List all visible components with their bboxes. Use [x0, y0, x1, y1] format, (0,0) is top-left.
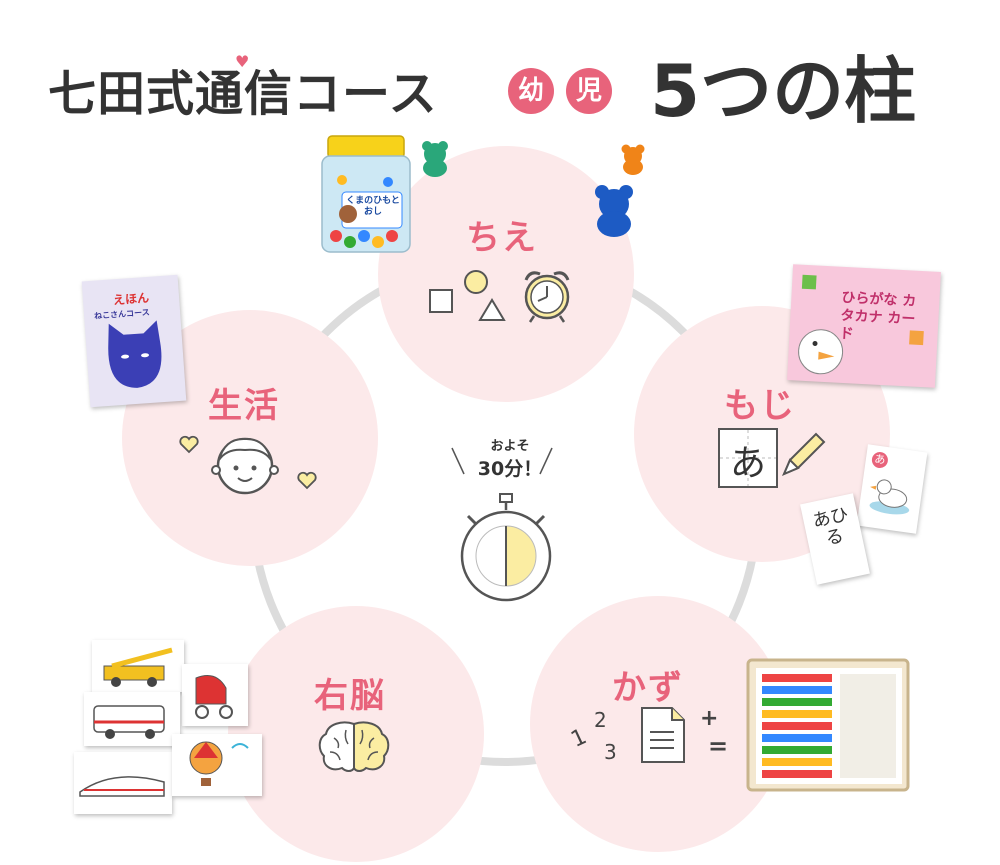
equals-sign: = [708, 732, 729, 760]
plus-sign: + [700, 706, 719, 731]
pencil-icon [782, 432, 826, 476]
speech-lines-icon [451, 447, 553, 475]
heart-icon-left [179, 435, 199, 454]
flash-card-duck: あ [856, 444, 928, 534]
pillar-label-seikatsu: 生活 [208, 386, 280, 426]
card-word-text: あひる [810, 503, 851, 550]
cat-book-product: えほん ねこさんコース [81, 274, 187, 408]
bird-mascot-icon [798, 274, 924, 375]
stroller-icon [195, 675, 233, 719]
cat-icon [108, 320, 162, 388]
stopwatch-icon [460, 493, 552, 602]
green-bear-icon [422, 141, 448, 177]
blue-bear-icon [595, 185, 633, 237]
page-title-big: 5つの柱 [650, 49, 917, 133]
alarm-clock-icon [524, 271, 570, 323]
heart-icon-right [297, 471, 317, 490]
truck-card-product [92, 640, 184, 692]
page-header: 七田式通信コース ♥ 幼 児 5つの柱 [0, 22, 1000, 133]
pillar-label-chie: ちえ [466, 218, 538, 258]
pillar-circle-chie [378, 146, 634, 402]
hiragana-card-pack-product: ひらがな カタカナ カード [787, 264, 941, 388]
document-icon [641, 707, 685, 763]
page-title: 七田式通信コース [48, 66, 438, 122]
letter-box: あ [718, 428, 778, 488]
number-2: 2 [594, 708, 607, 732]
child-face-icon [211, 437, 279, 495]
badge-youji-1: 幼 [508, 68, 554, 114]
number-3: 3 [604, 740, 617, 764]
hot-air-balloon-icon [189, 741, 249, 786]
timer-caption-line2: 30分！ [477, 458, 543, 480]
timer-caption-line1: およそ [490, 439, 530, 454]
balloon-card-product [172, 734, 262, 796]
pillar-label-kazu: かず [612, 668, 684, 708]
letter-box-char: あ [729, 443, 766, 484]
brain-icon [318, 721, 390, 772]
abacus-beads [762, 674, 896, 778]
shapes-icon [429, 270, 506, 321]
duck-icon [869, 479, 910, 515]
ambulance-card-product [84, 692, 180, 746]
orange-bear-icon [621, 144, 645, 175]
abacus-product [746, 658, 910, 792]
stroller-card-product [182, 664, 248, 726]
pillar-label-unou: 右脳 [314, 676, 386, 716]
jar-label-text: くまのひもとおし [346, 196, 400, 217]
train-card-product [74, 752, 172, 814]
pillar-label-moji: もじ [724, 386, 796, 426]
bullet-train-icon [79, 776, 165, 797]
badge-youji-2: 児 [566, 68, 612, 114]
heart-icon: ♥ [235, 52, 250, 71]
bear-jar-product [321, 135, 411, 253]
crane-truck-icon [103, 647, 173, 687]
ambulance-icon [93, 705, 165, 739]
timer-caption: およそ 30分！ [470, 438, 550, 482]
